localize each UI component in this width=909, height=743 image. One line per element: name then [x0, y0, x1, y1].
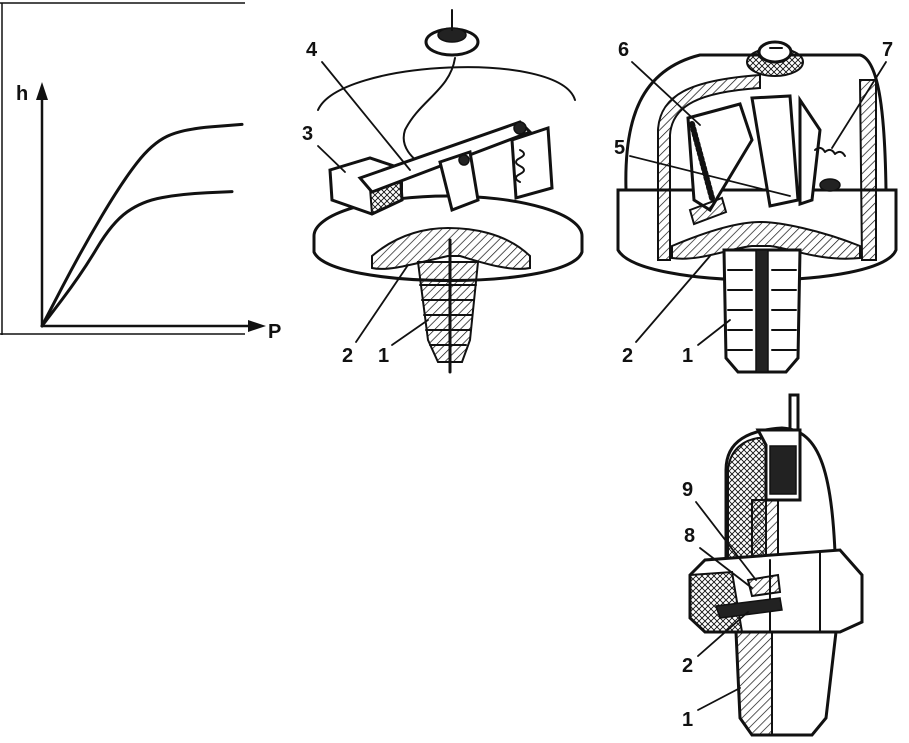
fig-a-leader-2 [355, 264, 409, 343]
fig-b-lever [798, 95, 822, 207]
fig-c-leader-9 [695, 501, 757, 581]
fig-b-leader-7 [831, 61, 887, 149]
fig-b-label-1: 1 [682, 345, 693, 367]
fig-b-bimetal-plate [686, 102, 754, 213]
fig-a-label-1: 1 [378, 345, 389, 367]
fig-b-label-2: 2 [622, 345, 633, 367]
y-axis-label: h [16, 83, 28, 105]
x-axis-label: P [268, 321, 281, 343]
x-axis-arrow-icon [248, 320, 266, 332]
fig-c-leader-1 [697, 687, 741, 711]
figure-a: 4 3 2 1 [302, 9, 584, 374]
characteristic-chart: h P [0, 2, 281, 343]
figure-b: 6 7 5 2 1 [614, 39, 898, 374]
figure-c: 9 8 2 1 [682, 393, 864, 737]
series-curve-2 [40, 190, 234, 328]
fig-b-spring [814, 146, 846, 157]
fig-a-leader-4 [321, 61, 411, 171]
fig-b-right-wall [858, 79, 877, 261]
fig-b-leader-6 [631, 61, 701, 126]
fig-a-adjust-screw [513, 121, 527, 135]
fig-b-cut-wall [657, 73, 761, 261]
fig-a-fitting [416, 261, 480, 363]
fig-b-leader-1 [697, 319, 731, 346]
fig-b-label-5: 5 [614, 137, 625, 159]
y-axis-arrow-icon [36, 82, 48, 100]
fig-a-cover-outline [317, 66, 576, 111]
fig-a-leader-1 [391, 319, 429, 346]
fig-b-threads [727, 269, 797, 351]
fig-b-leader-2 [635, 255, 711, 343]
fig-a-label-2: 2 [342, 345, 353, 367]
series-curve-1 [40, 122, 244, 328]
fig-c-diaphragm [714, 597, 783, 619]
fig-a-lever-arm [357, 120, 533, 194]
fig-c-leader-2 [697, 611, 749, 657]
fig-b-plate-teeth [689, 121, 715, 201]
fig-a-spring [515, 149, 525, 183]
fig-c-terminal-screw [769, 445, 797, 495]
fig-c-fitting-section [734, 631, 773, 736]
fig-c-nut-faces [769, 551, 821, 633]
fig-a-label-3: 3 [302, 123, 313, 145]
fig-b-label-7: 7 [882, 39, 893, 61]
fig-c-label-9: 9 [682, 479, 693, 501]
fig-a-label-4: 4 [306, 39, 318, 61]
chart-series [40, 122, 244, 328]
fig-c-leader-8 [699, 547, 753, 589]
fig-a-threads [419, 284, 477, 346]
fig-b-insulator [688, 196, 728, 226]
fig-b-label-6: 6 [618, 39, 629, 61]
fig-b-contact [819, 178, 841, 192]
fig-b-contact-arm [750, 94, 800, 208]
fig-b-leader-5 [629, 155, 791, 197]
fig-b-terminal-cap [757, 40, 793, 64]
fig-b-bore [755, 249, 769, 373]
fig-c-label-2: 2 [682, 655, 693, 677]
fig-a-spring-bracket [510, 125, 554, 200]
fig-a-leader-3 [317, 145, 346, 173]
fig-c-label-1: 1 [682, 709, 693, 731]
fig-a-lever-bracket [438, 150, 480, 213]
fig-c-label-8: 8 [684, 525, 695, 547]
fig-a-pivot [458, 154, 470, 166]
